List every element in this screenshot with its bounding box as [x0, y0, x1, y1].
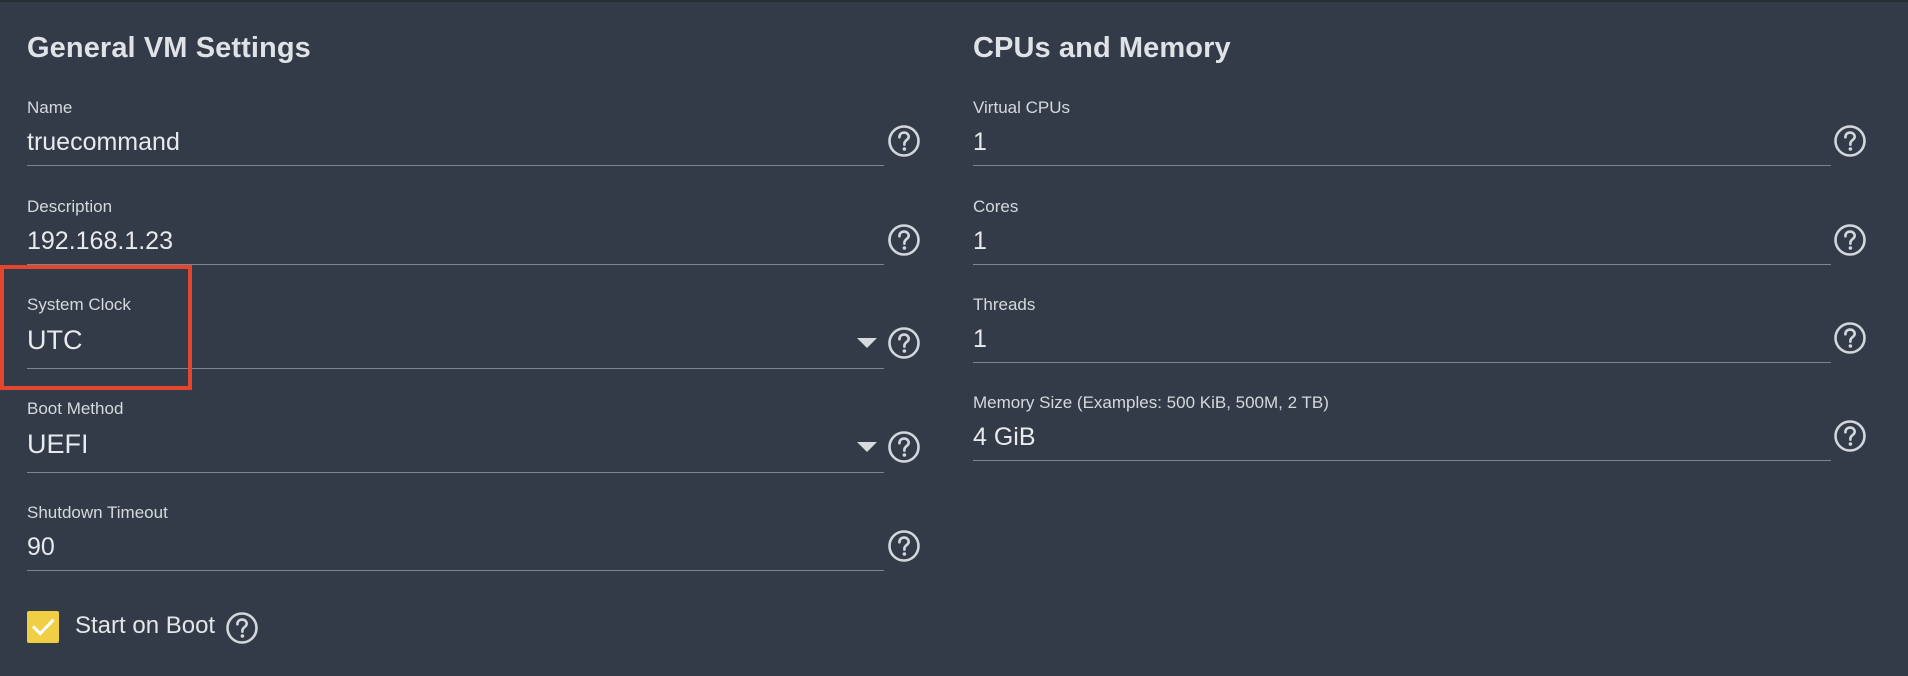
threads-input[interactable]: 1 — [973, 325, 987, 353]
caret-down-icon[interactable] — [857, 442, 877, 452]
help-icon[interactable] — [225, 611, 259, 645]
virtual-cpus-label: Virtual CPUs — [973, 98, 1070, 117]
system-clock-select[interactable]: System Clock UTC — [27, 295, 924, 370]
threads-underline — [973, 362, 1831, 363]
system-clock-value[interactable]: UTC — [27, 325, 83, 355]
shutdown-timeout-input[interactable]: 90 — [27, 533, 55, 561]
virtual-cpus-underline — [973, 165, 1831, 166]
help-icon[interactable] — [887, 430, 921, 464]
shutdown-timeout-field[interactable]: Shutdown Timeout 90 — [27, 503, 924, 573]
name-input[interactable]: truecommand — [27, 128, 180, 156]
caret-down-icon[interactable] — [857, 338, 877, 348]
cores-input[interactable]: 1 — [973, 227, 987, 255]
memory-size-underline — [973, 460, 1831, 461]
shutdown-timeout-underline — [27, 570, 884, 571]
boot-method-label: Boot Method — [27, 399, 124, 418]
system-clock-label: System Clock — [27, 295, 131, 314]
threads-field[interactable]: Threads 1 — [973, 295, 1871, 365]
help-icon[interactable] — [887, 223, 921, 257]
section-title-general: General VM Settings — [27, 32, 311, 64]
cores-underline — [973, 264, 1831, 265]
cores-field[interactable]: Cores 1 — [973, 197, 1871, 267]
help-icon[interactable] — [1833, 124, 1867, 158]
name-field[interactable]: Name truecommand — [27, 98, 924, 168]
system-clock-underline — [27, 368, 884, 369]
virtual-cpus-field[interactable]: Virtual CPUs 1 — [973, 98, 1871, 168]
name-underline — [27, 165, 884, 166]
name-label: Name — [27, 98, 73, 117]
check-icon — [31, 618, 55, 636]
help-icon[interactable] — [887, 529, 921, 563]
help-icon[interactable] — [1833, 419, 1867, 453]
memory-size-label: Memory Size (Examples: 500 KiB, 500M, 2 … — [973, 393, 1329, 412]
memory-size-input[interactable]: 4 GiB — [973, 423, 1036, 451]
virtual-cpus-input[interactable]: 1 — [973, 128, 987, 156]
description-underline — [27, 264, 884, 265]
help-icon[interactable] — [887, 326, 921, 360]
memory-size-field[interactable]: Memory Size (Examples: 500 KiB, 500M, 2 … — [973, 393, 1871, 463]
description-field[interactable]: Description 192.168.1.23 — [27, 197, 924, 267]
boot-method-underline — [27, 472, 884, 473]
boot-method-value[interactable]: UEFI — [27, 429, 89, 459]
shutdown-timeout-label: Shutdown Timeout — [27, 503, 168, 522]
help-icon[interactable] — [1833, 223, 1867, 257]
boot-method-select[interactable]: Boot Method UEFI — [27, 399, 924, 474]
help-icon[interactable] — [1833, 321, 1867, 355]
cores-label: Cores — [973, 197, 1019, 216]
description-label: Description — [27, 197, 113, 216]
start-on-boot-label: Start on Boot — [75, 612, 216, 639]
threads-label: Threads — [973, 295, 1036, 314]
section-title-cpus-memory: CPUs and Memory — [973, 32, 1231, 64]
start-on-boot-checkbox[interactable] — [27, 611, 59, 643]
highlight-box — [0, 265, 192, 390]
description-input[interactable]: 192.168.1.23 — [27, 227, 173, 255]
help-icon[interactable] — [887, 124, 921, 158]
